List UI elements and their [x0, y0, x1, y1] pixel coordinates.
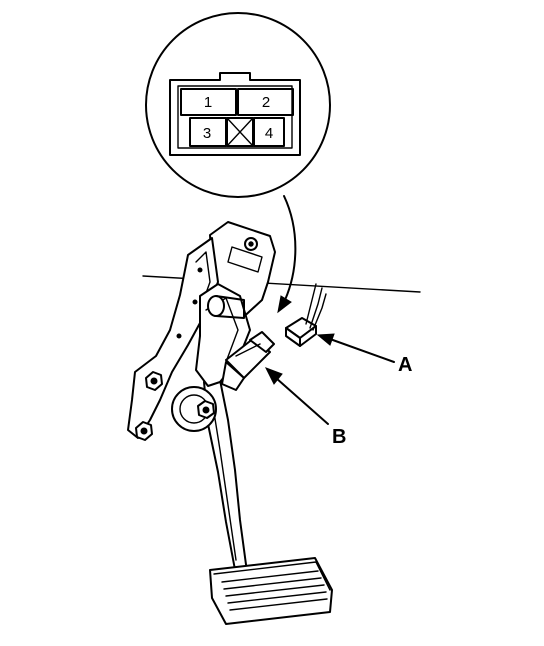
callout-b: B [264, 367, 346, 448]
callout-a-leader [329, 338, 395, 363]
harness-wire-3 [312, 293, 327, 331]
pedal-pad [209, 557, 333, 625]
mounting-nut-upper [145, 371, 163, 391]
terminal-cell-4 [253, 117, 285, 147]
blank-cross-b [226, 117, 254, 147]
rivet-1 [197, 267, 203, 273]
terminal-cell-2 [237, 88, 294, 116]
callout-b-arrowhead [264, 367, 283, 385]
connector-detail-view: 1 2 3 4 [145, 12, 331, 314]
switch-plunger [221, 361, 245, 391]
pedal-pad-top-edge [213, 561, 331, 591]
callout-a-arrowhead [316, 333, 335, 346]
pad-rib-1 [221, 570, 319, 583]
callout-a: A [316, 333, 412, 376]
pad-rib-2 [223, 577, 322, 590]
rivet-2 [192, 299, 198, 305]
terminal-cell-1 [180, 88, 237, 116]
pad-rib-4 [227, 591, 327, 604]
pedal-pivot-boss [171, 386, 217, 432]
pedal-assembly [127, 221, 421, 625]
pedal-arm-highlight [211, 399, 237, 561]
bracket-bolt-top-center [248, 241, 254, 247]
switch-body-seam [235, 343, 261, 357]
pin-label-3: 3 [203, 125, 211, 142]
pivot-nut [197, 400, 215, 419]
harness-wire-2 [309, 287, 323, 329]
brake-pedal-switch [221, 331, 275, 391]
harness-wire-1 [305, 283, 317, 325]
pivot-shaft [207, 295, 225, 317]
connector-face: 1 2 3 4 [169, 72, 301, 156]
pad-rib-3 [225, 584, 325, 597]
pivot-shaft-body [215, 295, 245, 319]
pad-rib-5 [229, 598, 328, 611]
harness-connector [285, 283, 327, 347]
pin-label-4: 4 [265, 125, 273, 142]
pin-label-2: 2 [262, 94, 270, 111]
connector-inner-frame [177, 85, 293, 149]
magnify-circle [145, 12, 331, 198]
detail-leader-line [283, 195, 297, 301]
callout-a-label: A [398, 354, 412, 376]
callout-b-label: B [332, 426, 346, 448]
harness-connector-front [299, 325, 317, 347]
pin-label-1: 1 [204, 94, 212, 111]
bracket-slot [227, 246, 263, 273]
connector-housing [169, 72, 301, 156]
switch-terminal-block [249, 331, 275, 353]
detail-leader-arrowhead [277, 295, 292, 314]
callout-b-leader [275, 377, 329, 425]
rivet-3 [176, 333, 182, 339]
mounting-nut-lower [135, 421, 153, 441]
